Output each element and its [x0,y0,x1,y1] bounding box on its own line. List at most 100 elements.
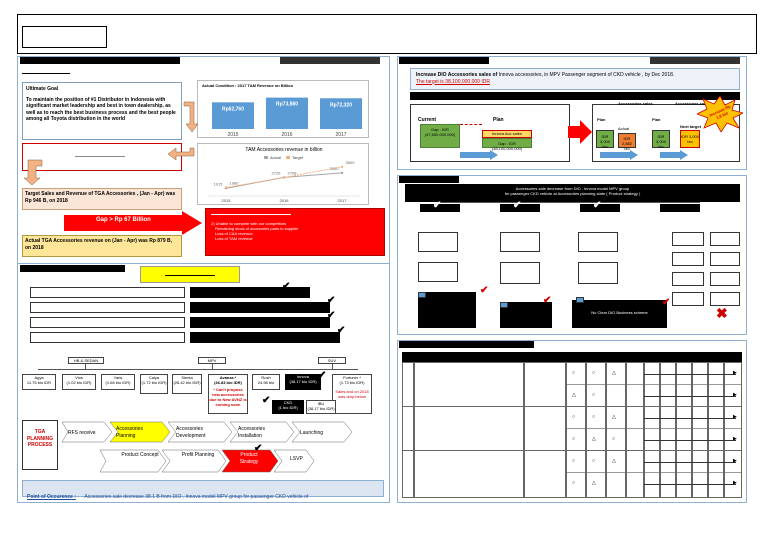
point-data-label: 2708 [288,171,298,176]
branch-1 [420,204,460,212]
val-plan-2: IDR 3,000 bio [652,130,670,149]
burst-icon [697,96,743,132]
no-clear-text: No Clear DIO Business scheme [591,310,648,315]
acc-sales-label-1: Accessories sales [618,101,653,106]
cause-box-a2 [418,262,458,282]
table-col [644,362,660,498]
tam-line-chart: TAM Accessories revenue in billion Actua… [197,143,369,205]
model-calya: Calya(1.72 bio IDR) [140,374,168,394]
bar [212,102,254,129]
process-chevrons [62,421,353,443]
table-col-b [414,362,524,498]
model-avanza: Avanza *(46.83 bio IDR)* Can't propose n… [208,374,248,414]
plan-label: Plan [493,117,504,123]
why-row-2 [30,302,185,313]
target-value: The target is 38,100,000,000 IDR [416,78,490,85]
table-header [402,352,742,362]
table-grid-h [566,384,742,385]
check-icon: ✔ [254,443,263,454]
right-mid-header-bar [399,176,459,183]
why-row-1-answer [190,287,310,298]
table-symbol: ○ [612,436,616,442]
target-note-text: Target Sales and Revenue of TGA Accessor… [25,191,176,204]
table-grid-h [402,450,742,451]
table-col-a [402,362,414,498]
val-plan: IDR 3,000 bio [596,130,614,149]
tree-line [212,364,213,369]
bar-data-label: Rp72,320 [330,102,352,108]
point-data-label: 1980 [230,180,240,185]
series-line [225,172,343,189]
back-arrow-icon [167,147,195,161]
tag-a [418,292,426,298]
category-label: 2016 [280,198,290,203]
goal-box: Ultimate Goal To maintain the position o… [22,82,182,140]
arrowhead-icon: ▶ [733,392,737,398]
series-point [340,165,344,168]
check-icon: ✔ [282,281,291,292]
right-arrow-icon [660,150,688,160]
model-innova: Innova(38.17 bio IDR) [285,374,321,390]
branch-3 [580,204,620,212]
cause-tree-line [440,202,700,203]
cause-box-d4 [710,252,740,266]
cause-item-3: Loss of TAM revenue [215,236,253,241]
right-top-bar [410,92,740,100]
point-data-label: 3500 [346,160,356,165]
model-vios: Vios(1.02 bio IDR) [62,374,96,390]
check-icon: ✔ [327,310,336,321]
table-grid-h [566,472,742,473]
goal-title: Ultimate Goal [26,86,59,92]
table-symbol: ○ [572,370,576,376]
cause-box-d7 [672,292,704,306]
right-top-header-bar-2 [650,57,740,64]
big-red-arrow-icon [568,120,592,144]
table-col [566,362,586,498]
table-col [606,362,626,498]
table-col [660,362,676,498]
table-arrow [644,396,736,397]
bar-category-label: 2016 [281,132,292,138]
arrowhead-icon: ▶ [733,370,737,376]
point-data-label: 3050 [330,166,340,171]
title-box [22,26,107,48]
legend-swatch [286,156,290,159]
check-icon: ✔ [543,295,552,306]
actual-label: Actual [618,126,630,131]
table-arrow [644,484,736,485]
why-row-3-answer [190,317,330,328]
check-icon: ✔ [327,295,336,306]
model-yaris: Yaris(1.66 bio IDR) [101,374,135,390]
table-col [692,362,708,498]
check-icon: ✔ [513,200,522,211]
tree-line [38,369,358,370]
legend-label: Target [292,155,304,160]
cross-icon: ✖ [716,305,728,321]
table-col [676,362,692,498]
why-row-3 [30,317,185,328]
tag-b [500,302,508,308]
bar-category-label: 2017 [335,132,346,138]
series-point [224,186,228,189]
process-sub-chevrons [100,449,315,473]
point-data-label: 2726 [272,170,282,175]
table-symbol: ○ [592,458,596,464]
revenue-bar-chart: Actual Condition : 2017 TAM Revenue on B… [197,80,369,138]
cause-box-d8 [710,292,740,306]
arrowhead-icon: ▶ [733,458,737,464]
current-gap-box: Gap : IDR (47,650,000,000) [420,124,460,148]
target-headline-2: Innova accessories, in MPV Passenger seg… [498,72,675,78]
cause-box-d6 [710,272,740,286]
tree-line [332,364,333,369]
table-symbol: △ [592,480,596,486]
process-rfs: RFS receive [68,430,96,436]
legend-swatch [264,156,268,159]
table-symbol: ○ [592,414,596,420]
tree-line [85,364,86,369]
table-symbol: △ [592,436,596,442]
check-icon: ✔ [662,297,671,308]
process-label-box: TGA PLANNING PROCESS [22,420,58,470]
gap-arrow-icon [64,211,202,235]
table-symbol: ○ [572,414,576,420]
